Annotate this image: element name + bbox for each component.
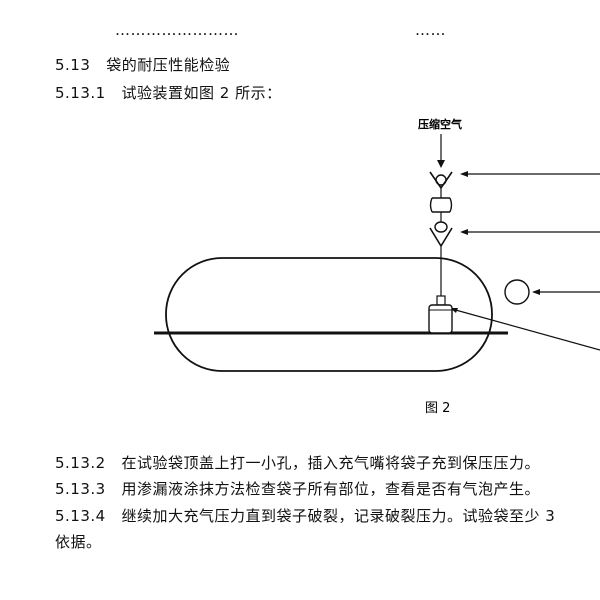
inflation-nozzle — [436, 295, 446, 306]
clause-text: 用渗漏液涂抹方法检查袋子所有部位，查看是否有气泡产生。 — [121, 480, 541, 498]
test-bag — [165, 257, 493, 372]
section-heading-5-13: 5.13 袋的耐压性能检验 — [55, 54, 230, 75]
figure-caption: 图 2 — [425, 401, 450, 416]
continuation-line: 依据。 — [55, 531, 102, 552]
continuation-text: 依据。 — [55, 533, 102, 551]
pointer-arrowhead-3 — [532, 289, 540, 295]
pressure-regulator — [429, 197, 453, 213]
cut-off-top-line: …………………… …… — [55, 30, 525, 42]
section-title: 袋的耐压性能检验 — [106, 56, 231, 74]
pressure-gauge — [504, 279, 530, 305]
clause-text: 在试验袋顶盖上打一小孔，插入充气嘴将袋子充到保压压力。 — [121, 454, 541, 472]
clause-number: 5.13.2 — [55, 454, 106, 472]
section-number: 5.13 — [55, 56, 91, 74]
clause-5-13-1: 5.13.1 试验装置如图 2 所示： — [55, 82, 282, 103]
clause-5-13-2: 5.13.2 在试验袋顶盖上打一小孔，插入充气嘴将袋子充到保压压力。 — [55, 452, 540, 473]
clause-number: 5.13.3 — [55, 480, 106, 498]
pointer-arrowhead-2 — [460, 229, 468, 235]
upper-valve-ring — [435, 174, 447, 186]
pointer-arrowhead-1 — [460, 171, 468, 177]
cut-text-right: …… — [415, 30, 446, 39]
lower-valve-v — [429, 227, 453, 248]
clause-5-13-4: 5.13.4 继续加大充气压力直到袋子破裂，记录破裂压力。试验袋至少 3 — [55, 505, 555, 526]
compressed-air-label: 压缩空气 — [418, 117, 462, 131]
cut-text-left: …………………… — [115, 30, 239, 39]
clause-text: 继续加大充气压力直到袋子破裂，记录破裂压力。试验袋至少 3 — [121, 507, 556, 525]
clause-text: 试验装置如图 2 所示： — [121, 84, 282, 102]
nozzle-seal-block — [428, 304, 453, 334]
pointer-line-4 — [451, 308, 600, 351]
clause-5-13-3: 5.13.3 用渗漏液涂抹方法检查袋子所有部位，查看是否有气泡产生。 — [55, 478, 540, 499]
lower-valve-ring — [434, 221, 448, 233]
clause-number: 5.13.4 — [55, 507, 106, 525]
air-inlet-arrowhead — [437, 160, 445, 168]
clause-number: 5.13.1 — [55, 84, 106, 102]
